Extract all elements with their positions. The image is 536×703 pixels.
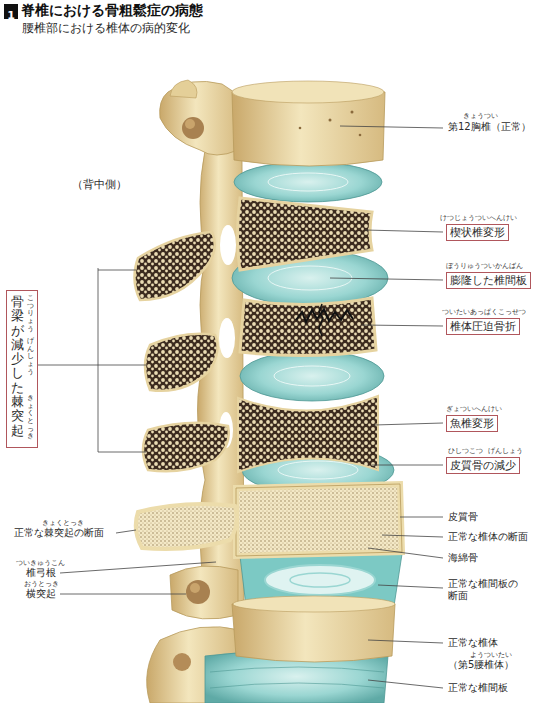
spinous-processes — [134, 232, 236, 549]
part-label: 正常な椎間板 — [448, 682, 508, 694]
finding-label: 椎体圧迫骨折 — [446, 318, 520, 335]
finding-box: ついたいあっぱくこっせつ椎体圧迫骨折 — [446, 318, 520, 335]
posterior-elements-part — [170, 80, 197, 98]
leader-lines-part — [378, 585, 443, 588]
furigana-label: ようついたい — [470, 651, 512, 659]
leader-lines-part — [116, 530, 136, 533]
spinous-processes-part — [145, 334, 218, 391]
leader-lines-part — [374, 423, 443, 425]
leader-lines-part — [36, 268, 146, 452]
finding-box: けつじょうついへんけい楔状椎変形 — [446, 224, 509, 241]
posterior-elements-part — [186, 580, 210, 604]
intervertebral-discs-part — [240, 351, 384, 401]
part-label: 正常な椎体 — [448, 637, 498, 649]
leader-lines — [36, 126, 443, 688]
leader-lines-part — [368, 548, 443, 558]
leader-lines-part — [362, 325, 443, 326]
furigana: きょくとっき — [27, 395, 34, 441]
finding-box: ぼうりゅうついかんばん膨隆した椎間板 — [446, 272, 531, 289]
posterior-elements-part — [219, 318, 235, 358]
finding-label: 膨隆した椎間板 — [446, 272, 531, 289]
fracture-line — [296, 304, 353, 336]
part-label: （第5腰椎体） — [448, 659, 514, 671]
badge-number: 1 — [4, 9, 18, 22]
number-badge: 1 — [4, 4, 18, 19]
intervertebral-discs-part — [234, 162, 382, 202]
furigana: ぼうりゅう — [446, 263, 481, 270]
finding-box: ひしつこつげんしょう皮質骨の減少 — [446, 457, 520, 474]
part-label: 腰椎部における椎体の病的変化 — [22, 21, 190, 35]
furigana: ぎょついへんけい — [446, 406, 502, 413]
diagram-title: 脊椎における骨粗鬆症の病態 — [21, 2, 203, 19]
spinous-processes-part — [143, 423, 229, 471]
finding-label: 魚椎変形 — [446, 415, 498, 432]
intervertebral-discs — [205, 162, 402, 703]
vertical-label-box: 骨梁が減少した棘突起こつりょうげんしょうきょくとっき — [6, 290, 38, 448]
part-label: 皮質骨 — [448, 511, 478, 523]
part-label: （背中側） — [72, 178, 127, 191]
furigana: げんしょう — [27, 338, 34, 376]
intervertebral-discs-part — [210, 667, 384, 688]
furigana-label: おうとっき — [24, 580, 59, 588]
vertebral-bodies-part — [232, 81, 384, 103]
finding-label: 皮質骨の減少 — [446, 457, 520, 474]
furigana: ひしつこつ — [448, 448, 483, 455]
leader-lines-part — [60, 562, 216, 573]
intervertebral-discs-part — [278, 461, 358, 479]
spinous-processes-part — [136, 504, 237, 549]
vertebral-bodies-part — [236, 484, 402, 556]
finding-label: 楔状椎変形 — [446, 224, 509, 241]
posterior-elements-part — [185, 119, 195, 129]
leader-lines-part — [368, 640, 443, 643]
vertebral-bodies-part — [233, 596, 395, 612]
part-label: 第12胸椎（正常） — [448, 121, 531, 133]
leader-lines-part — [382, 535, 443, 537]
leader-lines-part — [60, 594, 186, 595]
leader-lines-part — [400, 517, 443, 518]
fracture-line-part — [319, 304, 323, 336]
fracture-line-part — [296, 309, 353, 322]
part-label: 海綿骨 — [448, 552, 478, 564]
vertebral-bodies-part — [238, 396, 378, 472]
vertical-label: 骨梁が減少した棘突起 — [11, 295, 24, 438]
posterior-elements-part — [170, 566, 238, 619]
part-label: 正常な椎間板の断面 — [448, 578, 523, 602]
vertebral-bodies-part — [351, 111, 354, 114]
part-label: 横突起 — [26, 588, 56, 600]
part-label: 正常な椎体の断面 — [448, 531, 528, 543]
intervertebral-discs-part — [290, 573, 350, 587]
furigana: ついたいあっぱくこっせつ — [442, 309, 526, 316]
leader-lines-part — [372, 465, 443, 466]
furigana-label: きょくとっき — [42, 519, 84, 527]
furigana: ついかんばん — [481, 263, 523, 270]
furigana: こつりょう — [27, 295, 34, 333]
posterior-elements-part — [220, 225, 236, 265]
leader-lines-part — [365, 230, 443, 232]
furigana: げんしょう — [488, 448, 523, 455]
vertebral-bodies-part — [359, 134, 362, 137]
leader-lines-part — [330, 278, 443, 280]
vertebral-bodies-part — [238, 198, 373, 270]
intervertebral-discs-part — [265, 565, 375, 595]
vertebral-bodies — [232, 81, 402, 662]
furigana-label: きょうつい — [463, 112, 498, 120]
part-label: 椎弓根 — [26, 567, 56, 579]
finding-box: ぎょついへんけい魚椎変形 — [446, 415, 498, 432]
leader-lines-part — [340, 126, 443, 128]
leader-lines-part — [368, 680, 443, 688]
vertebral-bodies-part — [329, 119, 332, 122]
furigana-label: ついきゅうこん — [16, 559, 65, 567]
vertebral-bodies-part — [240, 298, 376, 356]
posterior-elements-part — [190, 583, 200, 593]
intervertebral-discs-part — [268, 173, 348, 191]
posterior-elements-part — [182, 117, 204, 139]
posterior-elements-part — [173, 653, 191, 671]
furigana: けつじょうついへんけい — [440, 215, 517, 222]
spinous-processes-part — [134, 232, 214, 300]
intervertebral-discs-part — [274, 366, 350, 386]
part-label: 正常な棘突起の断面 — [14, 527, 104, 539]
vertebral-bodies-part — [299, 127, 302, 130]
vertebral-bodies-part — [236, 484, 402, 556]
